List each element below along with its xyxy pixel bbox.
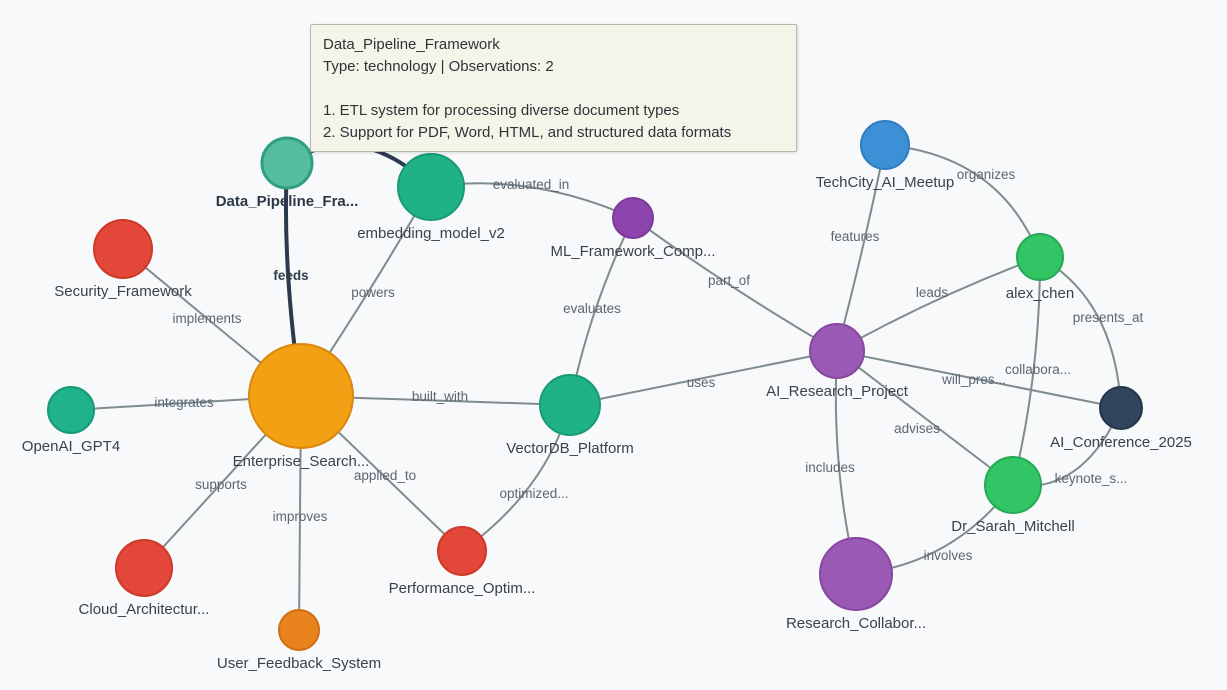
node-vdb[interactable]	[539, 374, 601, 436]
edge-label-will-pres: will_pres...	[941, 372, 1006, 387]
node-label-mlf: ML_Framework_Comp...	[550, 243, 715, 260]
node-conf[interactable]	[1099, 386, 1143, 430]
edge-aip-conf[interactable]	[836, 350, 1122, 409]
node-emb[interactable]	[397, 153, 465, 221]
node-label-pop: Performance_Optim...	[389, 580, 536, 597]
edge-label-part-of: part_of	[708, 273, 750, 288]
node-alx[interactable]	[1016, 233, 1064, 281]
tooltip-type-observations: Type: technology | Observations: 2	[323, 58, 554, 75]
edge-alx-conf[interactable]	[1039, 256, 1122, 409]
node-label-dpf: Data_Pipeline_Fra...	[216, 193, 359, 210]
edge-label-evaluated-in: evaluated_in	[493, 177, 570, 192]
node-label-aip: AI_Research_Project	[766, 383, 909, 400]
edge-labels-layer: feeds powers evaluated_in implements integra…	[154, 167, 1143, 563]
node-label-tcm: TechCity_AI_Meetup	[816, 174, 954, 191]
node-label-ent: Enterprise_Search...	[233, 453, 370, 470]
node-sec[interactable]	[93, 219, 153, 279]
node-dpf[interactable]	[260, 136, 314, 190]
node-rcl[interactable]	[819, 537, 893, 611]
node-label-emb: embedding_model_v2	[357, 225, 505, 242]
node-labels-layer: Data_Pipeline_Fra... embedding_model_v2ML…	[22, 174, 1192, 672]
edge-label-built-with: built_with	[412, 389, 468, 404]
edge-label-organizes: organizes	[957, 167, 1016, 182]
tooltip-observation-2: 2. Support for PDF, Word, HTML, and stru…	[323, 124, 732, 141]
edge-label-uses: uses	[687, 375, 716, 390]
tooltip-observation-1: 1. ETL system for processing diverse doc…	[323, 102, 680, 119]
edge-label-involves: involves	[924, 548, 973, 563]
node-label-sec: Security_Framework	[54, 283, 192, 300]
nodes-layer	[47, 120, 1143, 651]
node-label-alx: alex_chen	[1006, 285, 1074, 302]
node-label-rcl: Research_Collabor...	[786, 615, 926, 632]
node-label-dsm: Dr_Sarah_Mitchell	[951, 518, 1074, 535]
edge-label-presents-at: presents_at	[1073, 310, 1144, 325]
node-oai[interactable]	[47, 386, 95, 434]
node-dsm[interactable]	[984, 456, 1042, 514]
edge-label-feeds: feeds	[273, 268, 308, 283]
node-tcm[interactable]	[860, 120, 910, 170]
edge-dsm-aip[interactable]	[836, 350, 1014, 486]
node-pop[interactable]	[437, 526, 487, 576]
edge-tcm-alx[interactable]	[884, 144, 1041, 258]
tooltip-spacer	[323, 78, 784, 100]
edge-label-implements: implements	[172, 311, 241, 326]
node-cld[interactable]	[115, 539, 173, 597]
node-label-ufs: User_Feedback_System	[217, 655, 381, 672]
edge-label-integrates: integrates	[154, 395, 214, 410]
node-aip[interactable]	[809, 323, 865, 379]
edge-label-features: features	[831, 229, 880, 244]
node-tooltip: Data_Pipeline_Framework Type: technology…	[310, 24, 797, 152]
node-label-oai: OpenAI_GPT4	[22, 438, 120, 455]
edge-label-advises: advises	[894, 421, 940, 436]
edge-label-evaluates: evaluates	[563, 301, 621, 316]
edge-mlf-aip[interactable]	[632, 217, 838, 352]
node-ufs[interactable]	[278, 609, 320, 651]
edge-label-keynote-s: keynote_s...	[1055, 471, 1128, 486]
node-ent[interactable]	[248, 343, 354, 449]
node-label-conf: AI_Conference_2025	[1050, 434, 1192, 451]
node-label-vdb: VectorDB_Platform	[506, 440, 634, 457]
edge-label-supports: supports	[195, 477, 247, 492]
edge-label-leads: leads	[916, 285, 949, 300]
edge-label-collabora: collabora...	[1005, 362, 1071, 377]
edge-alx-aip[interactable]	[836, 256, 1041, 352]
edge-label-applied-to: applied_to	[354, 468, 416, 483]
edge-label-optimized: optimized...	[499, 486, 568, 501]
node-mlf[interactable]	[612, 197, 654, 239]
tooltip-title: Data_Pipeline_Framework	[323, 36, 500, 53]
edge-aip-vdb[interactable]	[569, 350, 838, 406]
edge-label-includes: includes	[805, 460, 855, 475]
edge-label-powers: powers	[351, 285, 395, 300]
node-label-cld: Cloud_Architectur...	[79, 601, 210, 618]
edge-label-improves: improves	[273, 509, 328, 524]
